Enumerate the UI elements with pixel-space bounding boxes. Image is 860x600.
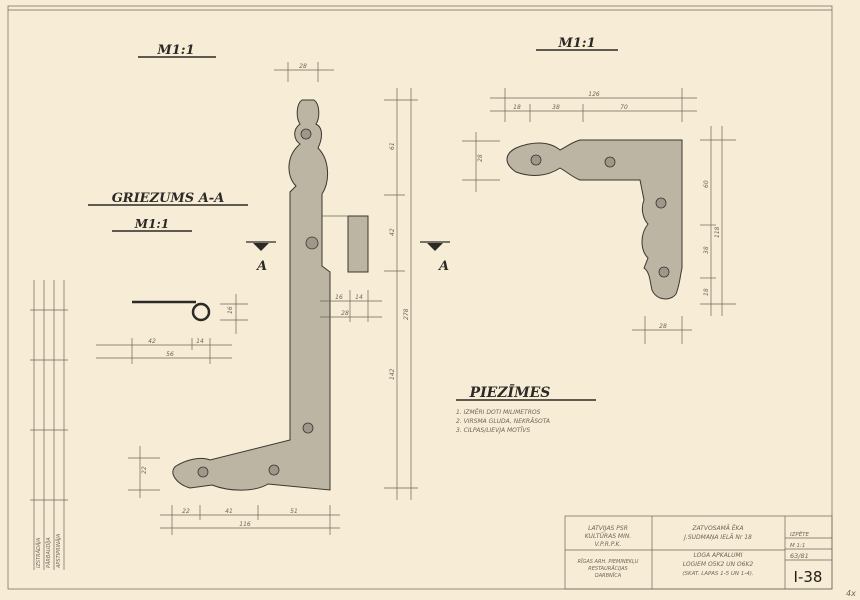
hinge-knuckle xyxy=(347,215,369,273)
svg-text:28: 28 xyxy=(341,310,349,317)
svg-text:18: 18 xyxy=(513,104,521,111)
svg-text:LOGIEM O5K2 UN O6K2: LOGIEM O5K2 UN O6K2 xyxy=(683,561,754,568)
svg-text:22: 22 xyxy=(141,466,148,474)
title-block: LATVIJAS PSR KULTŪRAS MIN. V.P.R.P.K. RĪ… xyxy=(564,515,833,590)
svg-text:RESTAURĀCIJAS: RESTAURĀCIJAS xyxy=(588,565,628,572)
svg-text:28: 28 xyxy=(659,323,667,330)
svg-text:LOGA APKALUMI: LOGA APKALUMI xyxy=(694,552,743,559)
svg-text:70: 70 xyxy=(620,104,628,111)
svg-text:14: 14 xyxy=(196,338,204,345)
svg-text:A: A xyxy=(255,259,267,274)
svg-text:38: 38 xyxy=(703,246,710,254)
svg-text:RĪGAS ARH. PIEMINEKĻU: RĪGAS ARH. PIEMINEKĻU xyxy=(578,558,639,565)
svg-text:2. VIRSMA GLUDA, NEKRĀSOTA: 2. VIRSMA GLUDA, NEKRĀSOTA xyxy=(456,418,550,425)
section-title: GRIEZUMS A-A M1:1 xyxy=(88,191,248,232)
svg-text:14: 14 xyxy=(355,294,363,301)
svg-text:28: 28 xyxy=(477,154,484,162)
svg-text:M1:1: M1:1 xyxy=(134,217,169,231)
section-profile: 42 14 56 16 xyxy=(96,294,248,364)
side-stamp: IZSTRĀDĀJA PĀRBAUDĪJA APSTIPRINĀJA xyxy=(30,280,68,570)
svg-text:126: 126 xyxy=(588,91,600,98)
svg-text:28: 28 xyxy=(299,63,307,70)
section-mark-left: A xyxy=(246,241,276,274)
svg-text:42: 42 xyxy=(389,228,396,236)
svg-text:56: 56 xyxy=(166,351,174,358)
svg-text:38: 38 xyxy=(552,104,560,111)
svg-text:M 1:1: M 1:1 xyxy=(790,543,805,549)
svg-text:60: 60 xyxy=(703,180,710,188)
svg-text:16: 16 xyxy=(335,294,343,301)
notes: PIEZĪMES 1. IZMĒRI DOTI MILIMETROS 2. VI… xyxy=(456,382,596,434)
corner-dimensions: 126 18 38 70 28 60 38 18 118 28 xyxy=(462,88,736,344)
svg-text:DARBNĪCA: DARBNĪCA xyxy=(595,572,622,579)
corner-bracket xyxy=(506,139,683,300)
svg-text:IZSTRĀDĀJA: IZSTRĀDĀJA xyxy=(35,537,42,568)
drawing-frame xyxy=(7,5,833,590)
svg-text:22: 22 xyxy=(182,508,190,515)
svg-text:ZATVOSAMĀ ĒKA: ZATVOSAMĀ ĒKA xyxy=(691,525,743,532)
svg-text:A: A xyxy=(437,259,449,274)
svg-text:42: 42 xyxy=(148,338,156,345)
corner-note: 4x xyxy=(846,589,856,598)
svg-text:IZPĒTE: IZPĒTE xyxy=(790,531,810,538)
svg-text:1. IZMĒRI DOTI MILIMETROS: 1. IZMĒRI DOTI MILIMETROS xyxy=(456,409,541,416)
svg-text:278: 278 xyxy=(403,308,410,320)
svg-text:APSTIPRINĀJA: APSTIPRINĀJA xyxy=(55,533,62,569)
svg-text:M1:1: M1:1 xyxy=(557,36,595,51)
hinge-dimensions: 28 61 42 142 278 22 41 51 116 22 16 14 2… xyxy=(128,62,418,535)
section-mark-right: A xyxy=(420,241,450,274)
svg-text:41: 41 xyxy=(225,508,233,515)
svg-text:PĀRBAUDĪJA: PĀRBAUDĪJA xyxy=(45,537,52,568)
svg-text:J.SUDMAŅA IELĀ Nr 18: J.SUDMAŅA IELĀ Nr 18 xyxy=(683,534,752,541)
svg-text:LATVIJAS PSR: LATVIJAS PSR xyxy=(588,525,628,532)
svg-text:61: 61 xyxy=(389,142,396,150)
svg-text:51: 51 xyxy=(290,508,298,515)
svg-text:118: 118 xyxy=(714,226,721,238)
svg-text:GRIEZUMS A-A: GRIEZUMS A-A xyxy=(112,191,225,206)
svg-text:V.P.R.P.K.: V.P.R.P.K. xyxy=(595,541,622,548)
svg-text:142: 142 xyxy=(389,368,396,380)
svg-text:18: 18 xyxy=(703,288,710,296)
scale-left: M1:1 xyxy=(138,43,216,58)
svg-text:116: 116 xyxy=(239,521,251,528)
svg-text:PIEZĪMES: PIEZĪMES xyxy=(469,382,551,401)
sheet-number: I-38 xyxy=(794,568,823,586)
svg-text:16: 16 xyxy=(227,306,234,314)
svg-text:63/81: 63/81 xyxy=(790,552,809,560)
svg-text:M1:1: M1:1 xyxy=(156,43,194,58)
scale-right: M1:1 xyxy=(536,36,618,51)
svg-text:KULTŪRAS MIN.: KULTŪRAS MIN. xyxy=(585,533,632,540)
hinge-strap xyxy=(172,99,331,491)
svg-text:3. CILPAS/LIEVJA MOTĪVS: 3. CILPAS/LIEVJA MOTĪVS xyxy=(456,427,530,434)
svg-text:(SKAT. LAPAS 1-5 UN 1-4).: (SKAT. LAPAS 1-5 UN 1-4). xyxy=(682,571,753,577)
